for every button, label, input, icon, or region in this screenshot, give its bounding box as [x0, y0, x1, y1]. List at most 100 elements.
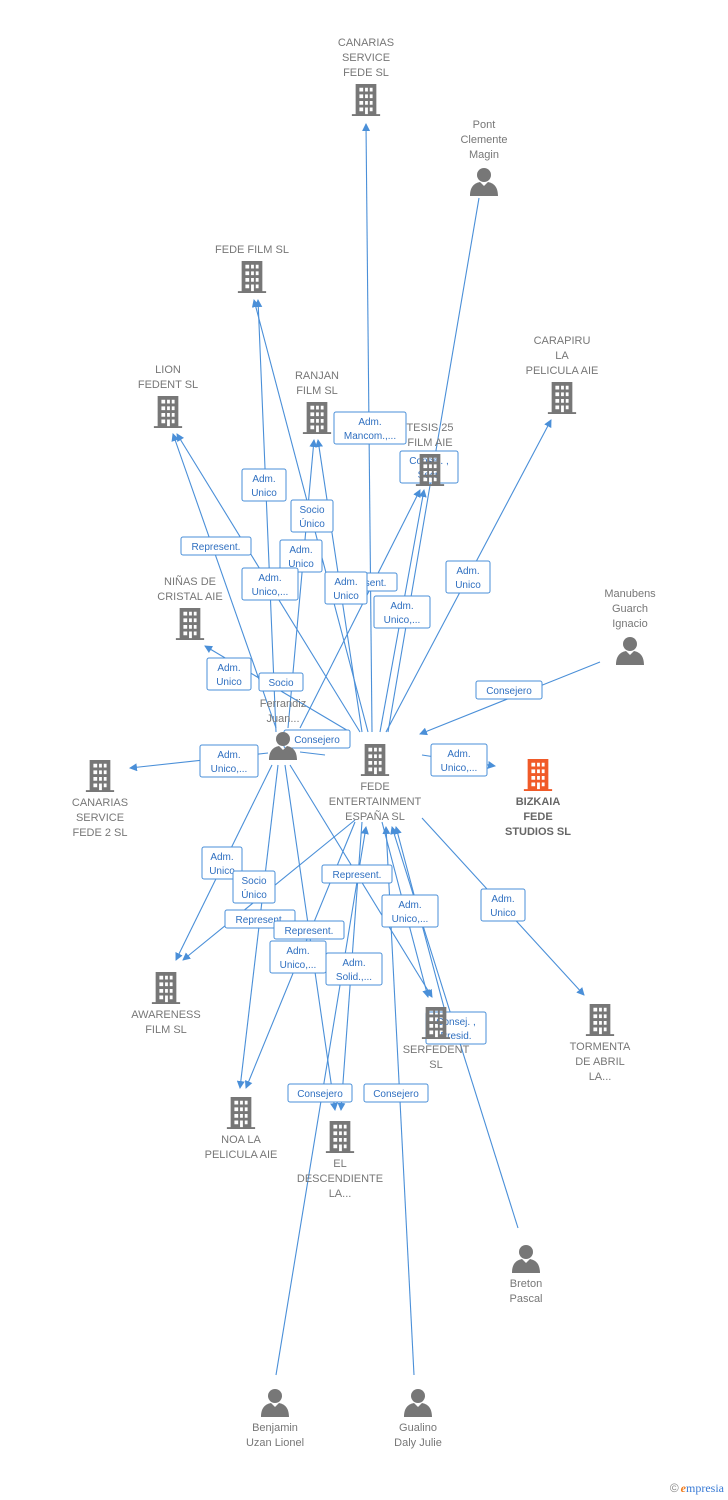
node-label: PELICULA AIE: [526, 365, 599, 377]
edge-label-text: Adm.: [217, 750, 240, 761]
edge-label-e-adm-unico-13[interactable]: Adm. Unico: [480, 888, 526, 922]
edge-label-e-consejero-2[interactable]: Consejero: [283, 729, 351, 749]
node-label: DESCENDIENTE: [297, 1173, 383, 1185]
node-label: FEDE: [360, 781, 389, 793]
edge-labels-layer: Adm.Mancom.,...Consej. ,Secr.Adm.UnicoSo…: [180, 411, 543, 1103]
node-label: Magin: [469, 149, 499, 161]
building-icon: [523, 759, 553, 791]
node-label: SL: [429, 1059, 442, 1071]
edge-label-e-socio[interactable]: Socio: [258, 672, 304, 692]
edge-label-e-adm-solid[interactable]: Adm. Solid.,...: [325, 952, 383, 986]
edge-label-e-adm-unico-1[interactable]: Adm.Unico: [241, 468, 287, 502]
node-label: Manubens: [604, 588, 656, 600]
node-label: Clemente: [460, 134, 507, 146]
edge-label-e-adm-unico-2[interactable]: Adm.Unico: [279, 539, 323, 573]
edge-label-text: Único: [299, 517, 325, 530]
edge-label-e-consejero-1[interactable]: Consejero: [475, 680, 543, 700]
edge-label-e-adm-unico-7[interactable]: Adm.Unico: [206, 657, 252, 691]
edge-label-e-adm-mancom[interactable]: Adm.Mancom.,...: [333, 411, 407, 445]
edge-label-e-adm-unico-9[interactable]: Adm.Unico,...: [430, 743, 488, 777]
edge-label-e-represent-5[interactable]: Represent.: [273, 920, 345, 940]
edge-label-box: [287, 1083, 353, 1103]
edge-label-e-adm-unico-10[interactable]: Adm.Unico: [201, 846, 243, 880]
node-awareness[interactable]: AWARENESS FILM SL: [131, 972, 201, 1036]
building-icon: [547, 382, 577, 414]
node-label: FEDE 2 SL: [72, 827, 127, 839]
node-label: FILM SL: [145, 1024, 187, 1036]
edge-label-e-adm-unico-8[interactable]: Adm.Unico,...: [199, 744, 259, 778]
edge-line: [299, 751, 326, 756]
building-icon: [153, 396, 183, 428]
node-label: RANJAN: [295, 370, 339, 382]
node-label: NIÑAS DE: [164, 575, 216, 588]
edge-label-box: [373, 595, 431, 629]
edge-label-e-adm-unico-4[interactable]: Adm.Unico: [324, 571, 368, 605]
edge-label-e-represent-3[interactable]: Represent.: [321, 864, 393, 884]
node-fede-film[interactable]: FEDE FILM SL: [215, 244, 289, 293]
node-label: FILM AIE: [407, 437, 452, 449]
node-descendiente[interactable]: ELDESCENDIENTELA...: [297, 1121, 383, 1200]
node-label: CRISTAL AIE: [157, 591, 222, 603]
node-label: AWARENESS: [131, 1009, 200, 1021]
edge-label-text: Unico,...: [392, 914, 429, 925]
node-label: Juan...: [266, 713, 299, 725]
edge-label-box: [333, 411, 407, 445]
edge-label-box: [381, 894, 439, 928]
edge-label-text: Socio: [299, 505, 324, 516]
edge-label-text: Adm.: [358, 417, 381, 428]
edge-label-text: Unico,...: [280, 960, 317, 971]
node-label: Uzan Lionel: [246, 1437, 304, 1449]
node-ninas[interactable]: NIÑAS DE CRISTAL AIE: [157, 575, 223, 640]
building-icon: [85, 760, 115, 792]
edge-label-box: [445, 560, 491, 594]
edge-line: [299, 489, 421, 729]
edge-label-box: [325, 952, 383, 986]
edge-label-text: Represent.: [333, 870, 382, 881]
edge-label-box: [258, 672, 304, 692]
edge-label-text: Adm.: [286, 946, 309, 957]
edge-label-text: Adm.: [491, 894, 514, 905]
edge-label-e-consejero-3[interactable]: Consejero: [287, 1083, 353, 1103]
node-label: FEDE: [523, 811, 552, 823]
edge-label-text: Adm.: [342, 958, 365, 969]
person-icon: [404, 1389, 432, 1417]
edge-label-e-adm-unico-3[interactable]: Adm.Unico,...: [241, 567, 299, 601]
edge-label-text: Represent.: [236, 915, 285, 926]
edge-label-text: Adm.: [390, 601, 413, 612]
edge-label-text: Solid.,...: [336, 972, 372, 983]
edge-label-text: Unico: [490, 908, 516, 919]
edge-label-e-consejero-4[interactable]: Consejero: [363, 1083, 429, 1103]
node-label: TORMENTA: [570, 1041, 631, 1053]
node-label: LION: [155, 364, 181, 376]
node-label: FEDE SL: [343, 67, 389, 79]
copyright-symbol: ©: [669, 1481, 679, 1495]
edge-label-box: [475, 680, 543, 700]
node-ferrandiz[interactable]: FerrandizJuan...: [260, 698, 306, 760]
edge-label-e-adm-unico-12[interactable]: Adm.Unico,...: [381, 894, 439, 928]
edge-label-text: Unico: [251, 488, 277, 499]
edge-label-text: Único: [241, 888, 267, 901]
edge-label-text: Adm.: [447, 749, 470, 760]
edge-label-e-adm-unico-6[interactable]: Adm.Unico: [445, 560, 491, 594]
edge-label-e-represent-1[interactable]: Represent.: [180, 536, 252, 556]
edge-label-e-adm-unico-11[interactable]: Adm. Unico,...: [269, 940, 327, 974]
edge-label-e-adm-unico-5[interactable]: Adm.Unico,...: [373, 595, 431, 629]
